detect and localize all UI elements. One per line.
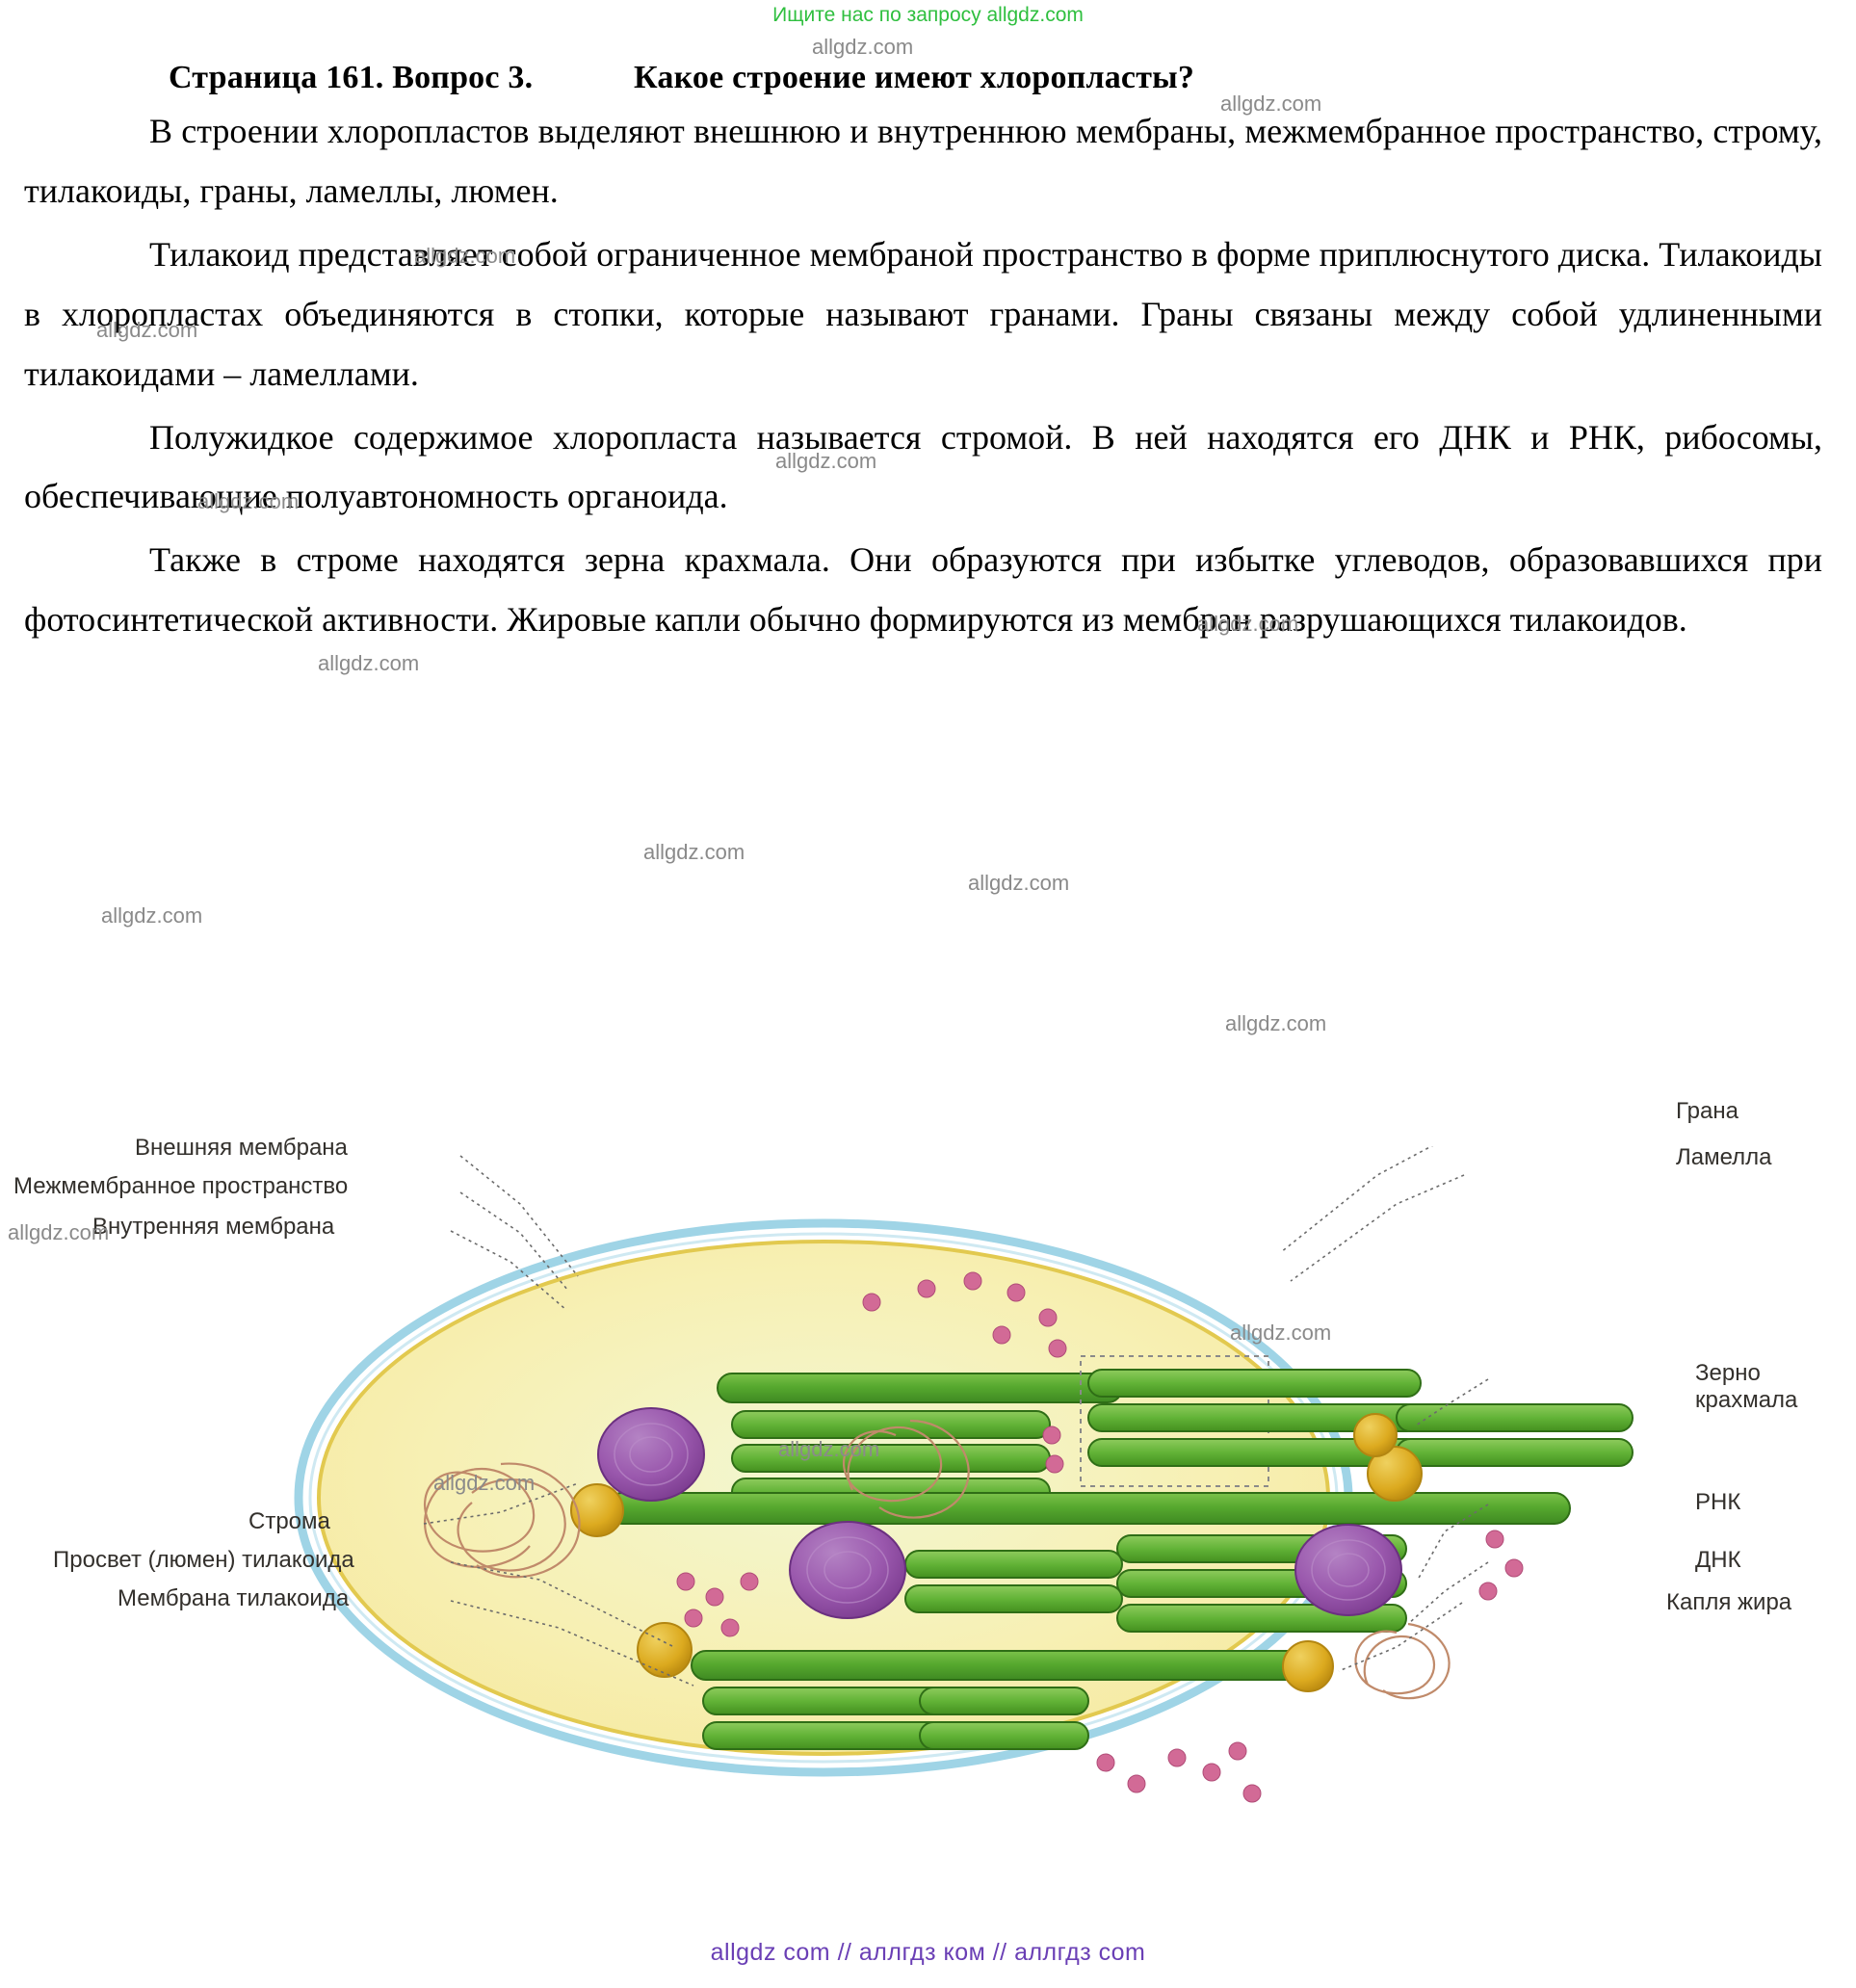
diagram-label-rna: РНК: [1695, 1489, 1741, 1515]
watermark: allgdz.com: [101, 903, 203, 928]
dna-strands: [423, 1419, 1451, 1700]
paragraph-1: В строении хлоропластов выделяют внешнюю…: [24, 112, 1822, 210]
diagram-label-lumen: Просвет (люмен) тилакоида: [53, 1547, 354, 1573]
page-question-number: Страница 161. Вопрос 3.: [169, 60, 534, 95]
page-heading: Страница 161. Вопрос 3. Какое строение и…: [0, 60, 1856, 96]
watermark: allgdz.com: [643, 840, 745, 864]
diagram-label-inner-membrane: Внутренняя мембрана: [92, 1214, 335, 1240]
diagram-label-granum: Грана: [1676, 1098, 1738, 1124]
diagram-label-intermembrane-space: Межмембранное пространство: [13, 1173, 349, 1199]
chloroplast-svg: [294, 1146, 1634, 1803]
diagram-label-lamella: Ламелла: [1676, 1144, 1772, 1170]
diagram-label-stroma: Строма: [248, 1508, 330, 1534]
watermark: allgdz.com: [318, 651, 420, 675]
watermark: allgdz.com: [812, 35, 914, 59]
top-banner: Ищите нас по запросу allgdz.com: [772, 4, 1084, 26]
chloroplast-diagram: Внешняя мембрана Межмембранное пространс…: [0, 1098, 1856, 1878]
diagram-label-starch-grain-line2: крахмала: [1695, 1387, 1798, 1413]
leader-lines: [423, 1146, 1489, 1687]
page-footer: allgdz com // аллгдз ком // аллгдз com: [710, 1939, 1146, 1966]
fat-droplets: [570, 1413, 1423, 1692]
diagram-label-dna: ДНК: [1695, 1547, 1741, 1573]
diagram-label-outer-membrane: Внешняя мембрана: [135, 1135, 348, 1161]
paragraph-4: Также в строме находятся зерна крахмала.…: [24, 540, 1822, 640]
diagram-label-thylakoid-membrane: Мембрана тилакоида: [118, 1585, 350, 1611]
watermark: allgdz.com: [1225, 1011, 1327, 1035]
paragraph-2: Тилакоид представляет собой ограниченное…: [24, 234, 1822, 393]
watermark: allgdz.com: [968, 871, 1070, 895]
document-content: Страница 161. Вопрос 3. Какое строение и…: [0, 60, 1856, 654]
diagram-label-fat-drop: Капля жира: [1666, 1589, 1792, 1615]
ribosomes: [676, 1271, 1524, 1803]
diagram-label-starch-grain-line1: Зерно: [1695, 1360, 1761, 1386]
paragraph-3: Полужидкое содержимое хлоропласта называ…: [24, 417, 1822, 516]
question-title: Какое строение имеют хлоропласты?: [633, 60, 1195, 95]
starch-grains: [597, 1407, 1402, 1619]
